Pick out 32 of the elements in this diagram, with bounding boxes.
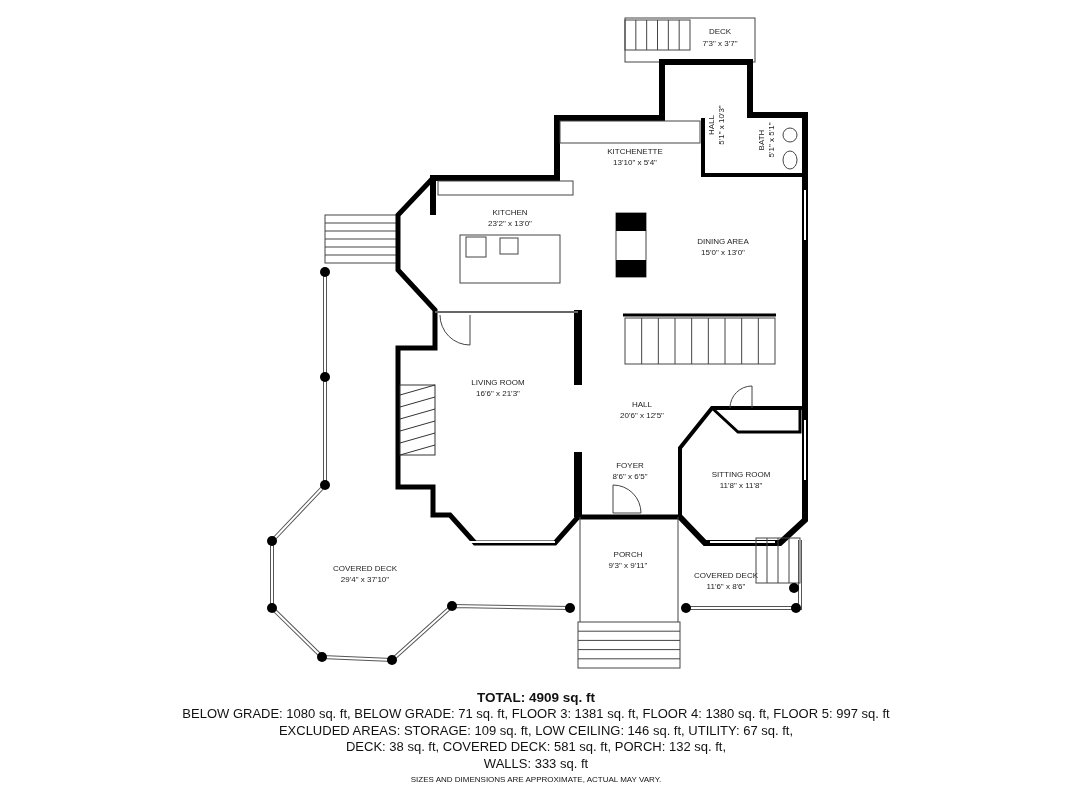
room-dimensions: 15'0" x 13'0" xyxy=(701,249,745,257)
room-dimensions: 5'1" x 5'1" xyxy=(768,122,776,158)
room-name: KITCHEN xyxy=(492,209,528,217)
room-name: FOYER xyxy=(616,462,644,470)
room-name: COVERED DECK xyxy=(694,572,758,580)
area-summary: WALLS: 333 sq. ft xyxy=(483,755,589,772)
room-name: KITCHENETTE xyxy=(607,148,663,156)
room-dimensions: 8'6" x 6'5" xyxy=(612,473,648,481)
room-dimensions: 9'3" x 9'11" xyxy=(608,562,648,570)
room-dimensions: 7'3" x 3'7" xyxy=(702,40,738,48)
room-name: DECK xyxy=(708,28,732,36)
room-dimensions: 20'6" x 12'5" xyxy=(620,412,664,420)
room-name: HALL xyxy=(708,115,716,135)
total-area: TOTAL: 4909 sq. ft xyxy=(477,689,595,706)
area-summary: EXCLUDED AREAS: STORAGE: 109 sq. ft, LOW CEILING: 146 sq. ft, UTILITY: 67 sq. ft, xyxy=(278,722,794,739)
room-name: BATH xyxy=(758,129,766,151)
room-dimensions: 23'2" x 13'0" xyxy=(488,220,532,228)
room-dimensions: 16'6" x 21'3" xyxy=(476,390,520,398)
room-name: DINING AREA xyxy=(697,238,749,246)
area-summary: BELOW GRADE: 1080 sq. ft, BELOW GRADE: 71 sq. ft, FLOOR 3: 1381 sq. ft, FLOOR 4: 1380 sq. ft, FLOOR 5: 997 sq. ft xyxy=(182,706,890,723)
room-name: PORCH xyxy=(613,551,643,559)
room-dimensions: 29'4" x 37'10" xyxy=(340,576,390,584)
room-name: COVERED DECK xyxy=(333,565,397,573)
area-summary: DECK: 38 sq. ft, COVERED DECK: 581 sq. ft, PORCH: 132 sq. ft, xyxy=(346,739,726,756)
room-dimensions: 13'10" x 5'4" xyxy=(613,159,657,167)
room-name: SITTING ROOM xyxy=(711,471,771,479)
room-name: LIVING ROOM xyxy=(471,379,525,387)
disclaimer-note: SIZES AND DIMENSIONS ARE APPROXIMATE, ACTUAL MAY VARY. xyxy=(410,776,662,784)
room-dimensions: 11'6" x 8'6" xyxy=(706,583,746,591)
room-dimensions: 5'1" x 10'3" xyxy=(718,105,726,145)
room-dimensions: 11'8" x 11'8" xyxy=(719,482,763,490)
room-name: HALL xyxy=(632,401,652,409)
